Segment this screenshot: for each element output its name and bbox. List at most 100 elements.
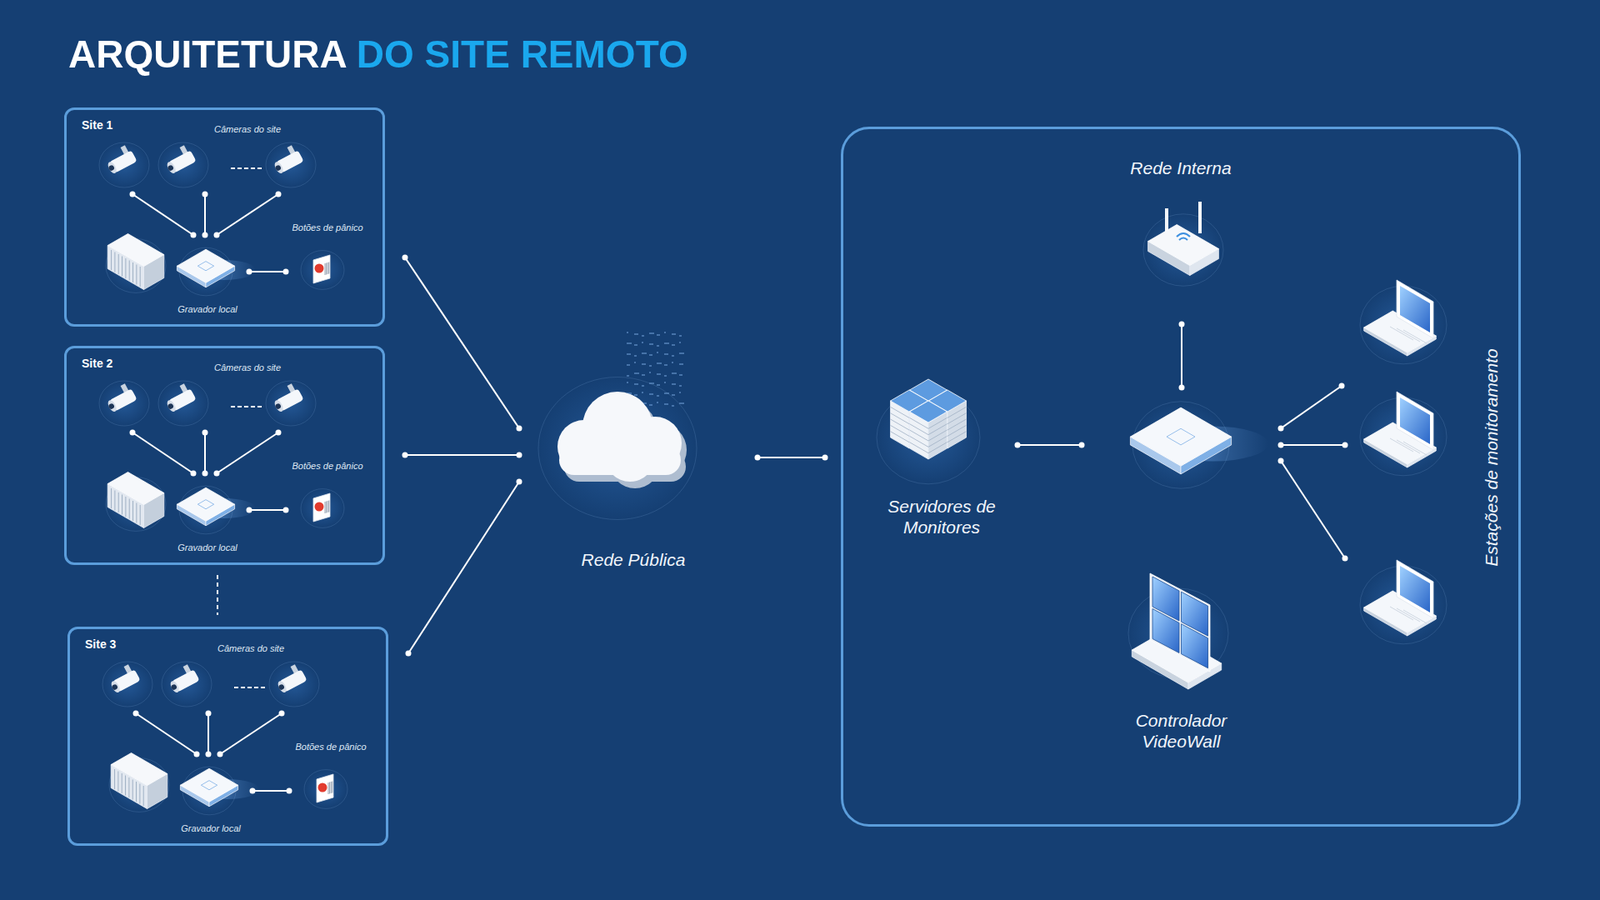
data-streak xyxy=(649,371,651,374)
box-top xyxy=(107,234,165,267)
camera-cap xyxy=(169,680,181,695)
connector-dot xyxy=(130,191,136,198)
camera-icon xyxy=(102,143,137,175)
monitor-servers: Servidores de Monitores xyxy=(870,366,1013,542)
building-stripe xyxy=(125,775,126,796)
connector-dot xyxy=(194,751,200,758)
data-streak xyxy=(641,374,645,376)
panic-stripe xyxy=(328,262,330,275)
data-streak xyxy=(634,361,636,364)
data-streak xyxy=(634,355,637,357)
data-streak xyxy=(656,384,660,386)
device-mark xyxy=(200,780,217,790)
connector-dot xyxy=(214,470,220,477)
connector-line xyxy=(132,432,279,474)
connector-line xyxy=(252,790,290,792)
camera-group: Câmeras do site xyxy=(97,120,316,195)
camera-cap xyxy=(273,399,285,414)
glow-disk xyxy=(158,380,209,426)
data-streak xyxy=(664,331,666,334)
wire-dot xyxy=(1179,321,1185,328)
building-stripe xyxy=(140,505,141,525)
connector-line xyxy=(132,194,279,235)
connector-line xyxy=(249,509,286,511)
panic-button-icon xyxy=(313,255,330,284)
panic-button-icon xyxy=(316,774,334,803)
glow-disk xyxy=(538,377,697,520)
videowall-screen xyxy=(1152,609,1180,654)
connector-line xyxy=(757,456,825,459)
data-streak xyxy=(656,373,661,375)
panic-plate xyxy=(316,774,334,803)
local-recorder: Gravador local xyxy=(170,235,245,319)
glow-disk xyxy=(300,250,345,290)
building-stripe xyxy=(139,784,140,805)
keyboard-line xyxy=(1396,328,1420,342)
node-label: Botões de pânico xyxy=(295,741,366,753)
camera-ellipsis xyxy=(230,405,265,408)
data-streak xyxy=(649,343,654,345)
data-streak xyxy=(671,383,676,385)
device-mark xyxy=(1166,428,1195,445)
camera-ellipsis xyxy=(234,686,268,689)
glow-disk xyxy=(876,390,980,485)
wire-dot xyxy=(1015,442,1021,449)
connector-group xyxy=(755,455,829,461)
wire-dot xyxy=(1278,458,1285,465)
wire xyxy=(1280,460,1345,559)
node-label: Estações de monitoramento xyxy=(1480,348,1502,566)
camera-lens xyxy=(277,683,285,691)
camera-cap xyxy=(165,399,178,414)
camera-cap xyxy=(165,160,178,175)
node-label: Rede Interna xyxy=(1130,157,1231,179)
connector-dot xyxy=(405,650,412,657)
keyboard-line xyxy=(1396,608,1420,622)
data-streak xyxy=(656,345,660,347)
camera-icon xyxy=(165,662,200,694)
wire-dot xyxy=(1339,383,1345,390)
data-streak xyxy=(679,391,681,394)
connector-dot xyxy=(516,425,523,432)
panic-button xyxy=(315,502,325,512)
data-streak xyxy=(634,333,639,335)
connector-group xyxy=(130,430,282,477)
camera-icon xyxy=(102,381,137,413)
data-streak xyxy=(656,334,660,336)
wire-dot xyxy=(1278,425,1285,432)
building-stripe xyxy=(118,254,120,275)
glow-disk xyxy=(158,142,209,188)
connector-dot xyxy=(214,232,220,239)
data-streak xyxy=(671,394,675,396)
data-streak xyxy=(671,372,677,375)
glow-disk xyxy=(269,661,320,707)
box-top xyxy=(107,472,165,505)
laptop-lid xyxy=(1396,560,1434,619)
data-streak xyxy=(664,353,669,355)
glow-disk xyxy=(265,380,316,426)
node-label: Gravador local xyxy=(180,823,241,835)
building-stripe xyxy=(132,262,134,283)
camera-ellipsis xyxy=(230,167,265,170)
node-label: Botões de pânico xyxy=(291,222,363,234)
connector-dot xyxy=(190,470,197,477)
connector-line xyxy=(249,270,286,273)
data-streak xyxy=(656,362,662,365)
data-streak xyxy=(649,365,652,367)
node-label: Rede Pública xyxy=(581,549,686,570)
connector-dot xyxy=(283,269,290,275)
camera-lens xyxy=(107,164,115,172)
keyboard-line xyxy=(1403,441,1427,455)
glow-disk xyxy=(304,770,348,810)
camera-lens xyxy=(274,402,282,410)
cloud-icon xyxy=(557,391,682,482)
box-top xyxy=(176,487,235,521)
camera-icon xyxy=(269,381,304,413)
node-label: Gravador local xyxy=(177,304,238,315)
connector-group xyxy=(246,269,290,275)
camera-icon xyxy=(161,381,196,413)
node-label: Câmeras do site xyxy=(214,362,281,374)
panic-stripe xyxy=(325,501,326,514)
panic-plate xyxy=(313,255,330,284)
connector-line xyxy=(405,454,520,456)
